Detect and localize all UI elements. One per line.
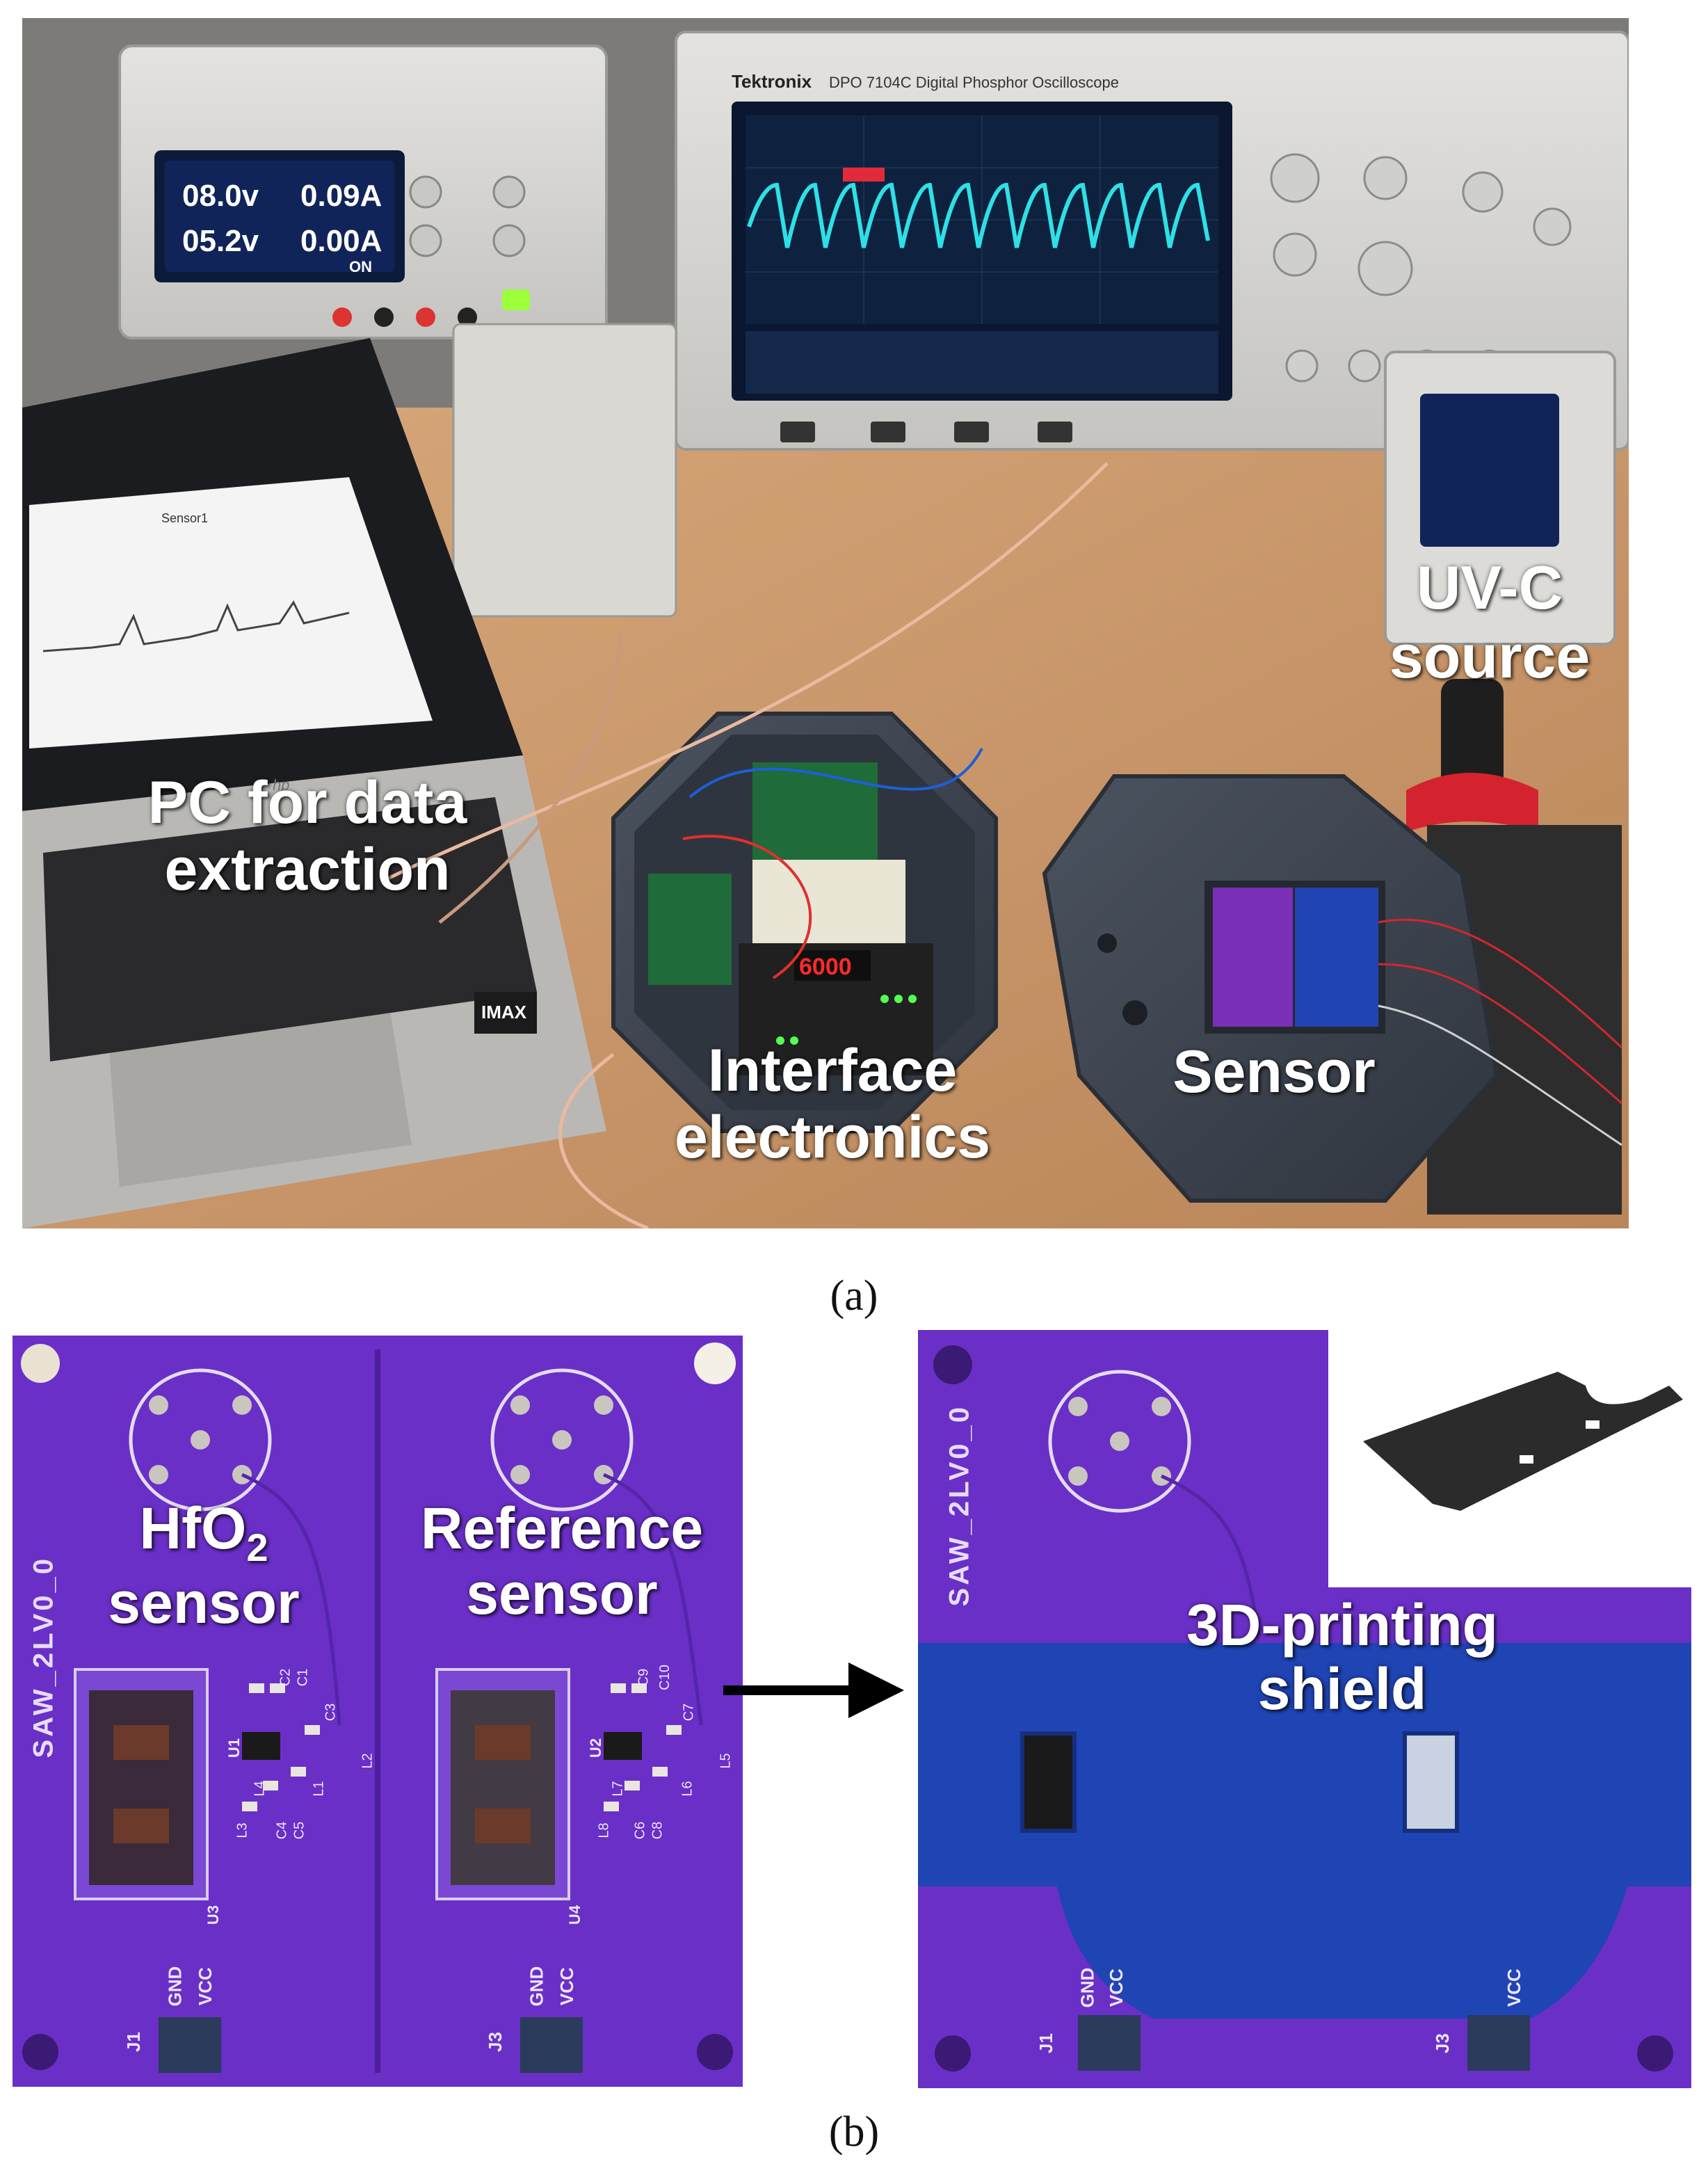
arrow-to-shield: [723, 1662, 904, 1718]
silk-u3: U3: [204, 1905, 223, 1925]
silk-vcc-shield-right: VCC: [1503, 1969, 1524, 2007]
laptop-plot-trace: [42, 600, 350, 652]
silk-j3: J3: [484, 2032, 506, 2052]
label-hfo2-sensor: HfO2 sensor: [108, 1496, 300, 1635]
oscilloscope-brand: Tektronix: [732, 71, 812, 92]
panel-a-scene: 08.0v 0.09A 05.2v 0.00A ON: [22, 18, 1629, 1228]
silk-vcc-shield-left: VCC: [1105, 1969, 1127, 2007]
psu-on-indicator: ON: [349, 258, 372, 275]
board-id-right: SAW_2LV0_0: [944, 1404, 975, 1607]
silk-l5: L5: [718, 1753, 734, 1769]
scope-waveform: [747, 182, 1210, 248]
dc-power-supply: [118, 45, 608, 339]
silk-c1: C1: [295, 1668, 311, 1687]
silk-l6: L6: [679, 1781, 695, 1797]
label-reference-sensor: Reference sensor: [420, 1496, 704, 1627]
label-uv-c-source: UV-C source: [1389, 553, 1590, 691]
shield-render-part: [1363, 1372, 1683, 1511]
silk-j1: J1: [122, 2032, 144, 2052]
psu-reading-3: 05.2v: [182, 224, 259, 258]
panel-a-photo: 08.0v 0.09A 05.2v 0.00A ON: [22, 18, 1629, 1228]
coax-cable-2: [558, 1052, 649, 1228]
silk-l1: L1: [311, 1781, 327, 1797]
silk-c5: C5: [291, 1821, 307, 1840]
uvc-lamp: [1406, 679, 1622, 1215]
panel-b-shield-photo: SAW_2LV0_0 GND VCC J1 VCC J3 3D-printing…: [918, 1330, 1691, 2088]
counter-display: 6000: [799, 954, 852, 980]
coax-cable: [382, 462, 1109, 883]
silk-u2: U2: [587, 1738, 605, 1758]
coax-cable-3: [438, 630, 622, 924]
silk-c10: C10: [656, 1665, 672, 1690]
interface-enclosure: [611, 712, 998, 1133]
silk-l3: L3: [234, 1822, 250, 1838]
signal-generator: [452, 323, 677, 618]
imax-badge-bg: [474, 992, 537, 1034]
silk-vcc-right: VCC: [556, 1967, 577, 2005]
silk-c9: C9: [636, 1668, 652, 1687]
caption-b: (b): [828, 2108, 880, 2156]
silk-l2: L2: [360, 1753, 376, 1769]
label-interface-electronics: Interface electronics: [674, 1037, 991, 1171]
silk-gnd-right: GND: [526, 1966, 547, 2007]
psu-reading-4: 0.00A: [300, 224, 382, 258]
label-pc-for-data-extraction: PC for data extraction: [147, 769, 467, 904]
shield-scene: [918, 1330, 1691, 2088]
laptop-brand-logo: hp: [273, 776, 289, 794]
shield-plate: [918, 1643, 1691, 2019]
silk-c2: C2: [277, 1668, 293, 1687]
silk-l4: L4: [252, 1781, 268, 1797]
laptop-plot-title: Sensor1: [161, 511, 208, 525]
panel-b-pcb-photo: SAW_2LV0_0 GND VCC J1 GND VCC J3 U1 U2 U…: [13, 1336, 743, 2087]
silk-gnd-shield-left: GND: [1077, 1967, 1098, 2008]
psu-reading-2: 0.09A: [300, 179, 382, 213]
psu-reading-1: 08.0v: [182, 179, 259, 213]
label-sensor: Sensor: [1173, 1039, 1376, 1105]
silk-c3: C3: [323, 1703, 339, 1722]
silk-l7: L7: [610, 1781, 626, 1797]
silk-c6: C6: [632, 1821, 648, 1840]
silk-j1-shield: J1: [1035, 2033, 1056, 2053]
oscilloscope-model: DPO 7104C Digital Phosphor Oscilloscope: [829, 74, 1119, 91]
board-id-left: SAW_2LV0_0: [28, 1556, 59, 1758]
silk-c7: C7: [681, 1703, 697, 1722]
imax-badge: IMAX: [481, 1002, 527, 1023]
silk-vcc-left: VCC: [194, 1967, 216, 2005]
uvc-controller: [1384, 351, 1616, 646]
oscilloscope: [675, 31, 1629, 451]
sensor-enclosure: [1042, 774, 1623, 1203]
silk-u4: U4: [566, 1905, 584, 1925]
silk-c8: C8: [650, 1821, 666, 1840]
silk-j3-shield: J3: [1431, 2033, 1453, 2053]
silk-l8: L8: [596, 1822, 612, 1838]
caption-a: (a): [830, 1272, 878, 1320]
silk-u1: U1: [225, 1738, 243, 1758]
label-3d-printing-shield: 3D-printing shield: [1186, 1592, 1498, 1722]
laptop: [22, 338, 606, 1228]
silk-c4: C4: [274, 1821, 290, 1840]
pcb-scene: [13, 1336, 743, 2087]
silk-gnd-left: GND: [164, 1966, 186, 2007]
